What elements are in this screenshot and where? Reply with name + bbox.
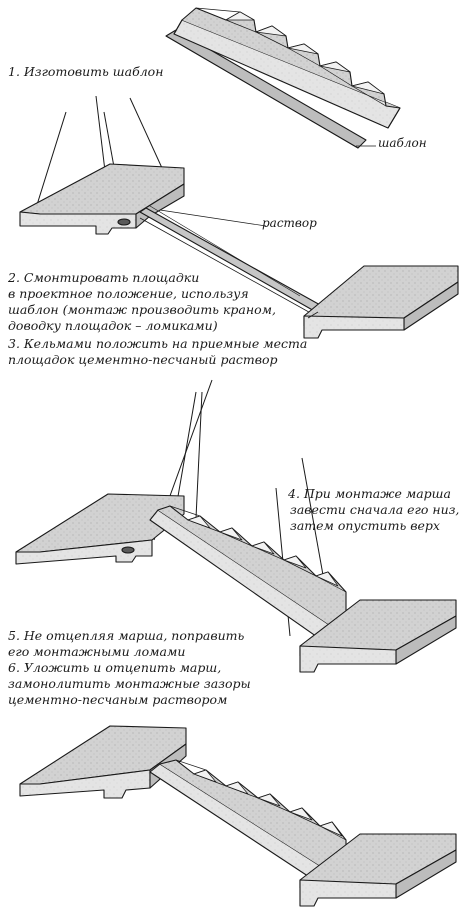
template-label: шаблон — [378, 136, 427, 150]
final-stair — [19, 725, 457, 907]
step2-line1: 2. Смонтировать площадки — [8, 270, 200, 285]
flight-installation — [15, 379, 457, 673]
step6-line3: цементно-песчаным раствором — [8, 692, 228, 707]
step1-label: 1. Изготовить шаблон — [8, 64, 164, 79]
step3-line1: 3. Кельмами положить на приемные места — [8, 336, 308, 351]
landings-with-template — [19, 95, 459, 339]
step3-line2: площадок цементно-песчаный раствор — [8, 352, 278, 367]
step2-line4: доводку площадок – ломиками) — [8, 318, 218, 333]
step2-line3: шаблон (монтаж производить краном, — [8, 302, 276, 317]
step5-line1: 5. Не отцепляя марша, поправить — [8, 628, 245, 643]
step4-line1: 4. При монтаже марша — [288, 486, 451, 501]
step6-line1: 6. Уложить и отцепить марш, — [8, 660, 222, 675]
flight-with-template — [165, 7, 401, 149]
step2-line2: в проектное положение, используя — [8, 286, 249, 301]
step4-line2: завести сначала его низ, — [290, 502, 460, 517]
step6-line2: замонолитить монтажные зазоры — [8, 676, 251, 691]
mortar-label: раствор — [262, 216, 317, 230]
step5-line2: его монтажными ломами — [8, 644, 186, 659]
flight-body — [173, 19, 401, 129]
flight-steps-4 — [159, 759, 347, 877]
step4-line3: затем опустить верх — [290, 518, 440, 533]
